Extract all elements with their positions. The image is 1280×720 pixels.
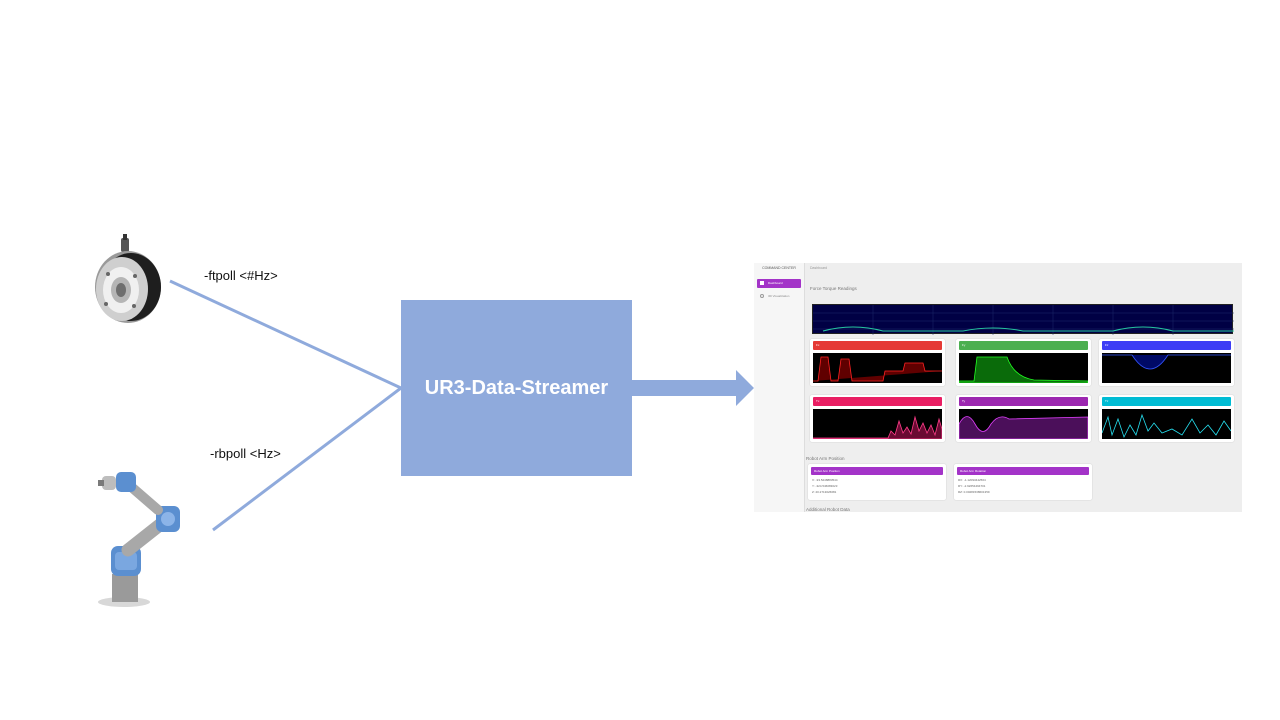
- dashboard-brand: COMMAND CENTER: [762, 266, 796, 270]
- fy-header: Fy: [959, 341, 1088, 350]
- arm-rx-value: RX: -1.12093442564: [958, 478, 986, 482]
- arm-z-value: Z: 20.2713026681: [812, 490, 837, 494]
- globe-icon: [760, 294, 764, 298]
- rbpoll-label: -rbpoll <Hz>: [210, 446, 281, 461]
- ft-sensor-connector: [169, 279, 402, 390]
- arm-rz-value: RZ: 0.00281538601359: [958, 490, 990, 494]
- breadcrumb: Dashboard: [810, 266, 828, 270]
- arm-x-value: X: -93.5248883544: [812, 478, 838, 482]
- section-more-title: Additional Robot Data: [806, 507, 850, 512]
- ty-plot: [959, 409, 1088, 439]
- tz-header: Tz: [1102, 397, 1231, 406]
- robot-arm-connector: [212, 386, 402, 532]
- fz-card: Fz: [1099, 339, 1234, 386]
- fy-card: Fy: [956, 339, 1091, 386]
- arm-rotation-card: Robot Arm Rotation RX: -1.12093442564 RY…: [954, 464, 1092, 500]
- tx-plot: [813, 409, 942, 439]
- ur3-robot-arm-image: [98, 472, 180, 607]
- streamer-box: UR3-Data-Streamer: [401, 300, 632, 476]
- ftpoll-label: -ftpoll <#Hz>: [204, 268, 278, 283]
- arm-ry-value: RY: -2.92654494701: [958, 484, 986, 488]
- fx-header: Fx: [813, 341, 942, 350]
- dashboard-icon: [760, 281, 764, 285]
- nav-item-dashboard[interactable]: Dashboard: [757, 279, 801, 288]
- tx-card: Tx: [810, 395, 945, 442]
- fx-card: Fx: [810, 339, 945, 386]
- section-ft-title: Force Torque Readings: [810, 286, 857, 291]
- fx-plot: [813, 353, 942, 383]
- tz-plot: [1102, 409, 1231, 439]
- ty-header: Ty: [959, 397, 1088, 406]
- ty-card: Ty: [956, 395, 1091, 442]
- arm-y-value: Y: -324.546083023: [812, 484, 838, 488]
- arm-rotation-header: Robot Arm Rotation: [957, 467, 1089, 475]
- streamer-title: UR3-Data-Streamer: [424, 376, 609, 399]
- dashboard-screenshot: COMMAND CENTER Dashboard 3D Visualizatio…: [754, 263, 1242, 512]
- force-torque-sensor-image: [95, 234, 161, 323]
- tx-header: Tx: [813, 397, 942, 406]
- section-arm-title: Robot Arm Position: [806, 456, 845, 461]
- arm-position-card: Robot Arm Position X: -93.5248883544 Y: …: [808, 464, 946, 500]
- arm-position-header: Robot Arm Position: [811, 467, 943, 475]
- fz-plot: [1102, 353, 1231, 383]
- dashboard-sidebar: COMMAND CENTER Dashboard 3D Visualizatio…: [754, 263, 805, 512]
- fz-header: Fz: [1102, 341, 1231, 350]
- nav-item-3d-visualization[interactable]: 3D Visualization: [757, 292, 801, 300]
- fy-plot: [959, 353, 1088, 383]
- tz-card: Tz: [1099, 395, 1234, 442]
- combined-force-chart: [812, 304, 1234, 335]
- output-arrow: [632, 370, 754, 406]
